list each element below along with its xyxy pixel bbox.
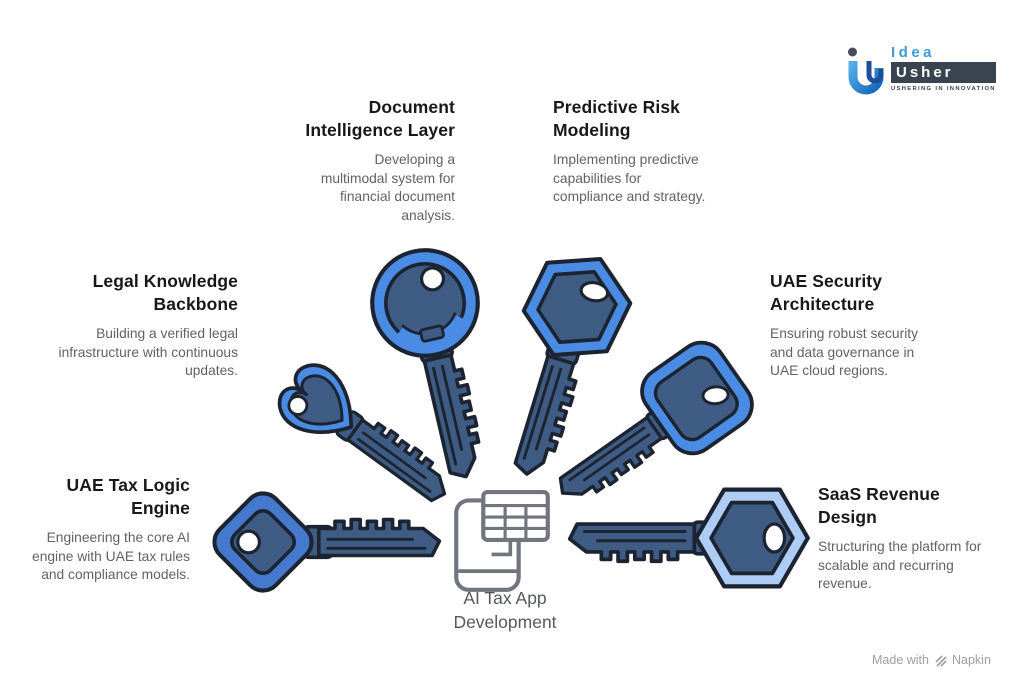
napkin-text: Napkin xyxy=(951,653,991,667)
heart-head-key-icon xyxy=(239,324,486,547)
phone-spreadsheet-icon xyxy=(452,490,552,599)
item-description: Engineering the core AI engine with UAE … xyxy=(32,530,190,582)
light-hexagon-head-key-icon xyxy=(559,473,810,603)
item-description: Implementing predictive capabilities for… xyxy=(553,152,706,204)
logo-tagline: USHERING IN INNOVATION xyxy=(891,86,996,92)
idea-usher-mark-icon xyxy=(848,47,884,95)
rounded-square-head-key-icon xyxy=(520,320,773,546)
item-description: Structuring the platform for scalable an… xyxy=(818,539,982,591)
item-saas-revenue-design: SaaS Revenue Design Structuring the plat… xyxy=(818,483,988,594)
center-label: AI Tax App Development xyxy=(453,588,557,632)
item-predictive-risk-modeling: Predictive Risk Modeling Implementing pr… xyxy=(553,96,714,207)
logo-usher-text: Usher xyxy=(891,62,996,83)
item-description: Ensuring robust security and data govern… xyxy=(770,326,918,378)
item-title: SaaS Revenue Design xyxy=(818,484,940,527)
item-uae-tax-logic-engine: UAE Tax Logic Engine Engineering the cor… xyxy=(25,474,190,585)
logo-idea-text: Idea xyxy=(891,44,936,61)
item-legal-knowledge-backbone: Legal Knowledge Backbone Building a veri… xyxy=(55,270,238,381)
item-uae-security-architecture: UAE Security Architecture Ensuring robus… xyxy=(770,270,940,381)
item-document-intelligence-layer: Document Intelligence Layer Developing a… xyxy=(285,96,455,225)
diamond-head-key-icon xyxy=(207,479,450,605)
hexagon-head-key-icon xyxy=(463,236,652,502)
made-with-text: Made with xyxy=(872,653,929,667)
idea-usher-logo: Idea Usher USHERING IN INNOVATION xyxy=(845,44,996,98)
napkin-icon xyxy=(935,654,947,667)
item-title: UAE Tax Logic Engine xyxy=(66,475,190,518)
made-with-napkin: Made with Napkin xyxy=(872,653,991,667)
item-title: Predictive Risk Modeling xyxy=(553,97,680,140)
item-title: Document Intelligence Layer xyxy=(305,97,455,140)
item-description: Developing a multimodal system for finan… xyxy=(320,152,455,223)
item-description: Building a verified legal infrastructure… xyxy=(58,326,238,378)
round-head-key-icon xyxy=(350,234,529,502)
item-title: UAE Security Architecture xyxy=(770,271,883,314)
item-title: Legal Knowledge Backbone xyxy=(92,271,238,314)
